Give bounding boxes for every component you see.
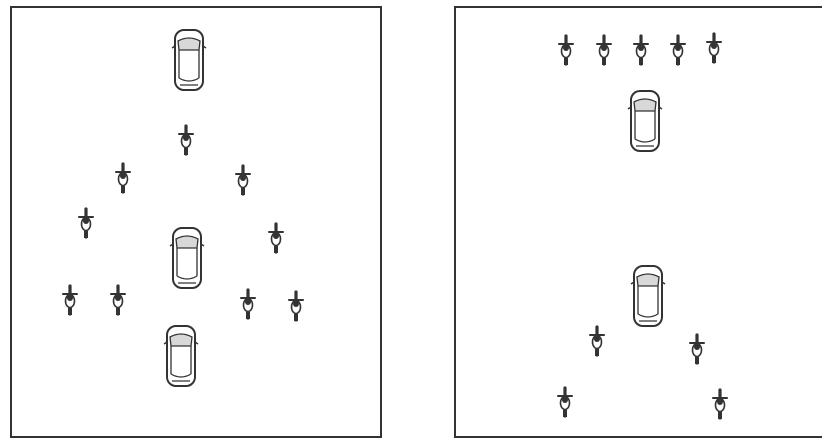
motorcycle-icon bbox=[559, 36, 573, 65]
car-icon bbox=[164, 326, 198, 386]
motorcycle-icon bbox=[634, 36, 648, 65]
motorcycle-icon bbox=[713, 390, 727, 419]
motorcycle-icon bbox=[707, 34, 721, 63]
motorcycle-icon bbox=[111, 286, 125, 315]
motorcycle-icon bbox=[241, 290, 255, 319]
car-icon bbox=[631, 266, 665, 326]
motorcycle-icon bbox=[289, 292, 303, 321]
car-icon bbox=[170, 228, 204, 288]
motorcycle-icon bbox=[79, 209, 93, 238]
motorcycle-icon bbox=[671, 36, 685, 65]
motorcycle-icon bbox=[590, 327, 604, 356]
motorcycle-icon bbox=[63, 286, 77, 315]
motorcycle-icon bbox=[236, 166, 250, 195]
motorcycle-icon bbox=[116, 164, 130, 193]
motorcycle-icon bbox=[269, 224, 283, 253]
motorcycle-icon bbox=[179, 126, 193, 155]
motorcycle-icon bbox=[690, 335, 704, 364]
motorcycle-icon bbox=[558, 388, 572, 417]
car-icon bbox=[172, 30, 206, 90]
motorcycle-icon bbox=[597, 36, 611, 65]
car-icon bbox=[628, 91, 662, 151]
